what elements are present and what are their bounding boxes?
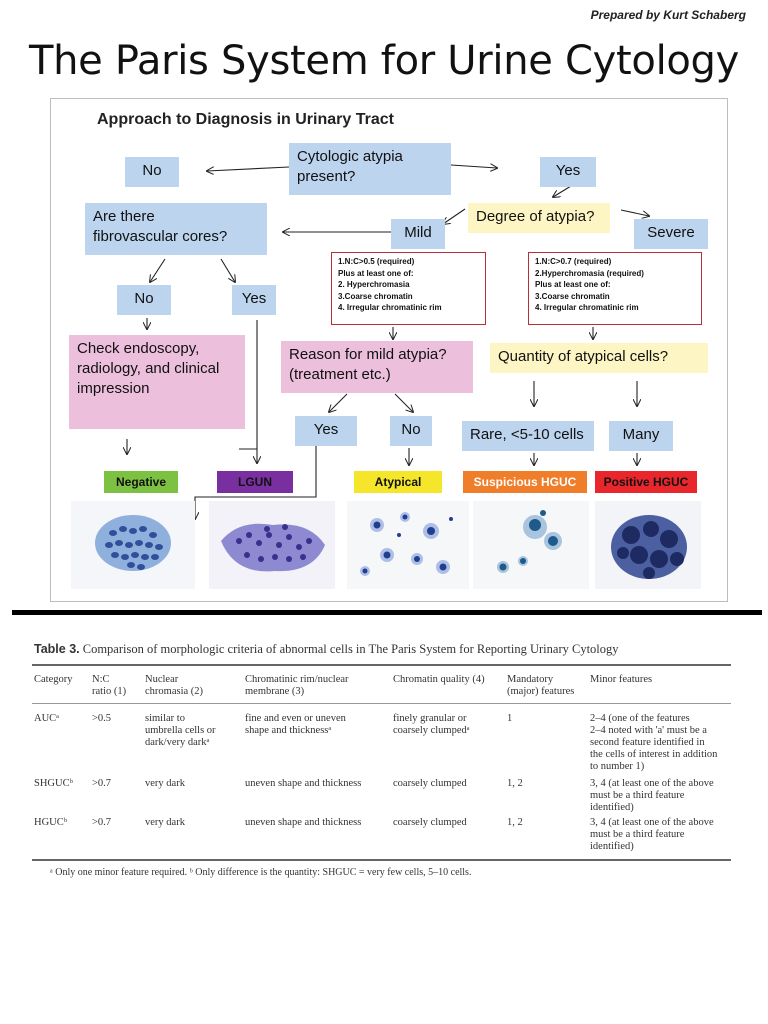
mild-node: Mild: [391, 219, 445, 249]
arrow-fibro-to-yes: [220, 258, 235, 282]
cell-mandatory-features: 1, 2: [507, 817, 523, 828]
diagnosis-flowchart: Approach to Diagnosis in Urinary Tract C…: [50, 98, 728, 602]
degree-of-atypia-node: Degree of atypia?: [468, 203, 610, 233]
cell-minor-features: 3, 4 (at least one of the above must be …: [590, 817, 714, 852]
quantity-atypical-cells-node: Quantity of atypical cells?: [490, 343, 708, 373]
flowchart-arrows: [51, 99, 727, 601]
cell-nuclear-chromasia: similar to umbrella cells or dark/very d…: [145, 713, 216, 748]
fibrovascular-cores-node: Are there fibrovascular cores?: [85, 203, 267, 255]
table-caption-text: Comparison of morphologic criteria of ab…: [79, 642, 619, 656]
cell-category: SHGUCᵇ: [34, 778, 73, 789]
table-footnote: ᵃ Only one minor feature required. ᵇ Onl…: [50, 867, 472, 878]
cell-minor-features: 2–4 (one of the features 2–4 noted with …: [590, 713, 718, 772]
header-chromatin-quality: Chromatin quality (4): [393, 674, 485, 685]
header-chromatinic-rim: Chromatinic rim/nuclear membrane (3): [245, 674, 349, 697]
rare-cells-node: Rare, <5-10 cells: [462, 421, 594, 451]
severe-node: Severe: [634, 219, 708, 249]
arrow-degree-to-severe: [620, 209, 649, 216]
suspicious-hguc-micrograph: [473, 501, 589, 589]
diagnosis-atypical-label: Atypical: [354, 471, 442, 493]
lgun-micrograph: [209, 501, 335, 589]
cell-mandatory-features: 1, 2: [507, 778, 523, 789]
diagnosis-positive-hguc-label: Positive HGUC: [595, 471, 697, 493]
cell-nc-ratio: >0.7: [92, 817, 112, 828]
arrow-atypia-to-no: [207, 166, 290, 171]
no-cores-node: No: [117, 285, 171, 315]
section-divider: [12, 610, 762, 615]
header-category: Category: [34, 674, 73, 685]
diagnosis-negative-label: Negative: [104, 471, 178, 493]
cell-category: AUCᵃ: [34, 713, 60, 724]
cell-chromatin-quality: coarsely clumped: [393, 778, 467, 789]
cell-chromatinic-rim: uneven shape and thickness: [245, 817, 362, 828]
no-treatment-node: No: [390, 416, 432, 446]
cell-chromatin-quality: coarsely clumped: [393, 817, 467, 828]
arrow-reason-to-no: [394, 393, 413, 412]
severe-criteria-box: 1.N:C>0.7 (required) 2.Hyperchromasia (r…: [528, 252, 702, 325]
positive-hguc-micrograph: [595, 501, 701, 589]
mild-criteria-box: 1.N:C>0.5 (required) Plus at least one o…: [331, 252, 486, 325]
check-endoscopy-node: Check endoscopy, radiology, and clinical…: [69, 335, 245, 429]
arrow-yes-to-degree: [553, 185, 572, 197]
yes-treatment-node: Yes: [295, 416, 357, 446]
cell-chromatinic-rim: fine and even or uneven shape and thickn…: [245, 713, 346, 736]
header-minor-features: Minor features: [590, 674, 653, 685]
table-top-rule: [32, 664, 731, 666]
arrow-reason-to-yes: [329, 393, 348, 412]
page-title: The Paris System for Urine Cytology: [28, 38, 740, 84]
cell-mandatory-features: 1: [507, 713, 513, 724]
reason-mild-atypia-node: Reason for mild atypia? (treatment etc.): [281, 341, 473, 393]
cell-nuclear-chromasia: very dark: [145, 778, 185, 789]
arrow-yes-reason-to-negative: [195, 444, 317, 519]
header-nuclear-chromasia: Nuclear chromasia (2): [145, 674, 204, 697]
table-header-rule: [32, 703, 731, 704]
cell-nuclear-chromasia: very dark: [145, 817, 185, 828]
diagnosis-lgun-label: LGUN: [217, 471, 293, 493]
cell-minor-features: 3, 4 (at least one of the above must be …: [590, 778, 714, 813]
atypical-micrograph: [347, 501, 469, 589]
diagnosis-suspicious-hguc-label: Suspicious HGUC: [463, 471, 587, 493]
yes-cores-node: Yes: [232, 285, 276, 315]
yes-atypia-node: Yes: [540, 157, 596, 187]
table-number: Table 3.: [34, 642, 80, 656]
cytologic-atypia-node: Cytologic atypia present?: [289, 143, 451, 195]
cell-nc-ratio: >0.7: [92, 778, 112, 789]
cell-category: HGUCᵇ: [34, 817, 68, 828]
many-cells-node: Many: [609, 421, 673, 451]
table-caption: Table 3. Comparison of morphologic crite…: [34, 642, 619, 657]
arrow-fibro-to-no: [150, 258, 166, 282]
arrow-atypia-to-yes: [450, 165, 497, 168]
header-mandatory-features: Mandatory (major) features: [507, 674, 575, 697]
no-atypia-node: No: [125, 157, 179, 187]
header-nc-ratio: N:C ratio (1): [92, 674, 127, 697]
table-bottom-rule: [32, 859, 731, 861]
cell-nc-ratio: >0.5: [92, 713, 112, 724]
author-credit: Prepared by Kurt Schaberg: [590, 8, 746, 22]
cell-chromatinic-rim: uneven shape and thickness: [245, 778, 362, 789]
flowchart-heading: Approach to Diagnosis in Urinary Tract: [97, 111, 394, 128]
negative-micrograph: [71, 501, 195, 589]
arrow-degree-to-mild: [443, 208, 466, 224]
cell-chromatin-quality: finely granular or coarsely clumpedᵃ: [393, 713, 470, 736]
